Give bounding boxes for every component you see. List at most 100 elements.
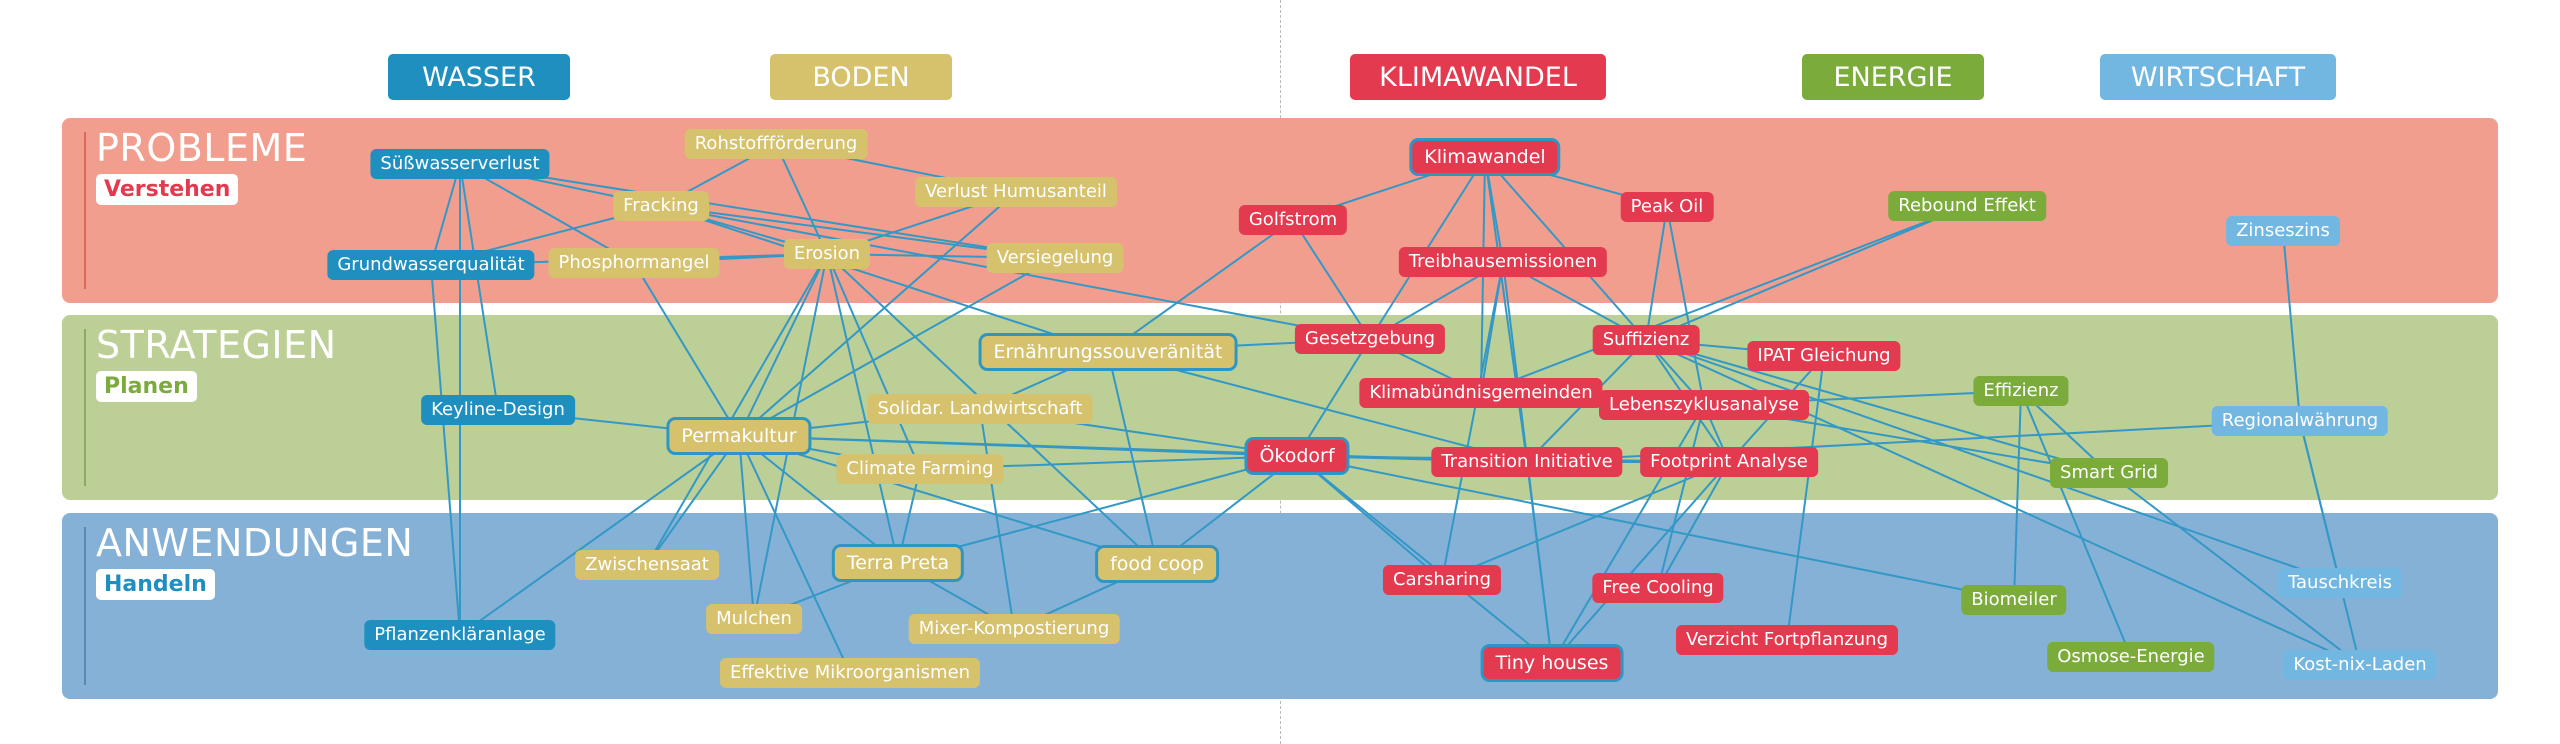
edge-versiegelung-permakultur <box>738 257 1056 437</box>
node-verlust-humusanteil[interactable]: Verlust Humusanteil <box>915 177 1117 207</box>
node-suffizienz[interactable]: Suffizienz <box>1592 325 1700 355</box>
node-fracking[interactable]: Fracking <box>613 191 709 221</box>
band-probleme-bar <box>84 132 86 289</box>
edge-suffizienz-tauschkreis <box>1645 339 2341 584</box>
band-probleme-subtitle: Verstehen <box>96 174 239 205</box>
node-footprint-analyse[interactable]: Footprint Analyse <box>1640 447 1818 477</box>
node-treibhausemissionen[interactable]: Treibhausemissionen <box>1398 247 1608 277</box>
edge-oekodorf-biomeiler <box>1296 455 2015 601</box>
node-kost-nix-laden[interactable]: Kost-nix-Laden <box>2283 650 2437 680</box>
edge-zinseszins-regionalwaehrung <box>2282 230 2301 422</box>
node-pflanzenklaeranlage[interactable]: Pflanzenkläranlage <box>364 620 556 650</box>
edge-suesswasser-phosphor <box>459 163 635 264</box>
node-versiegelung[interactable]: Versiegelung <box>986 243 1124 273</box>
edge-grundwasser-pflanzenklaer <box>430 264 461 636</box>
node-verzicht-fortpflanzung[interactable]: Verzicht Fortpflanzung <box>1676 625 1898 655</box>
edge-gesetzgebung-oekodorf <box>1296 338 1371 457</box>
edge-humus-permakultur <box>738 191 1017 437</box>
band-probleme-title: PROBLEME <box>96 126 308 170</box>
node-terra-preta[interactable]: Terra Preta <box>834 547 962 579</box>
category-boden: BODEN <box>770 54 952 100</box>
edge-footprint-tinyhouses <box>1551 461 1730 664</box>
category-wasser: WASSER <box>388 54 570 100</box>
edge-terrapreta-oekodorf <box>897 455 1298 564</box>
node-mulchen[interactable]: Mulchen <box>706 604 802 634</box>
edge-permakultur-mikro <box>738 435 851 674</box>
node-suesswasserverlust[interactable]: Süßwasserverlust <box>370 149 550 179</box>
node-effizienz[interactable]: Effizienz <box>1973 376 2069 406</box>
node-oekodorf[interactable]: Ökodorf <box>1247 440 1347 472</box>
edge-ernaehrung-transition <box>1107 351 1528 463</box>
edge-regionalwaehrung-tauschkreis <box>2299 420 2341 584</box>
node-zinseszins[interactable]: Zinseszins <box>2226 216 2340 246</box>
edge-golfstrom-gesetzgebung <box>1292 219 1371 340</box>
band-anwendungen-bar <box>84 527 86 685</box>
edge-erosion-climatefarming <box>826 253 921 470</box>
node-erosion[interactable]: Erosion <box>783 239 871 269</box>
edge-rohstoff-erosion <box>775 143 828 255</box>
edge-suesswasser-versiegelung <box>459 163 1056 259</box>
node-keyline-design[interactable]: Keyline-Design <box>421 395 575 425</box>
node-free-cooling[interactable]: Free Cooling <box>1592 573 1724 603</box>
band-strategien-bar <box>84 329 86 486</box>
node-grundwasserqualitaet[interactable]: Grundwasserqualität <box>327 250 535 280</box>
node-osmose-energie[interactable]: Osmose-Energie <box>2047 642 2215 672</box>
edge-permakultur-foodcoop <box>738 435 1158 565</box>
node-phosphormangel[interactable]: Phosphormangel <box>548 248 720 278</box>
node-biomeiler[interactable]: Biomeiler <box>1961 585 2067 615</box>
node-carsharing[interactable]: Carsharing <box>1382 565 1502 595</box>
node-gesetzgebung[interactable]: Gesetzgebung <box>1294 324 1446 354</box>
edge-permakultur-pflanzenklaer <box>459 435 740 636</box>
edge-erosion-zwischensaat <box>646 253 828 566</box>
node-mixer-kompostierung[interactable]: Mixer-Kompostierung <box>908 614 1120 644</box>
edge-suffizienz-rebound <box>1645 205 1968 341</box>
node-climate-farming[interactable]: Climate Farming <box>836 454 1004 484</box>
edge-footprint-carsharing <box>1441 461 1730 581</box>
node-zwischensaat[interactable]: Zwischensaat <box>575 550 719 580</box>
edge-ipat-verzicht <box>1786 355 1825 641</box>
node-rohstofffoerderung[interactable]: Rohstoffförderung <box>684 129 868 159</box>
node-smart-grid[interactable]: Smart Grid <box>2050 458 2168 488</box>
edge-peakoil-lebenszyklus <box>1666 206 1705 406</box>
edge-permakultur-terrapreta <box>738 435 899 564</box>
node-klimabuendnisgemeinden[interactable]: Klimabündnisgemeinden <box>1359 378 1603 408</box>
node-klimawandel[interactable]: Klimawandel <box>1412 141 1558 173</box>
node-transition-initiative[interactable]: Transition Initiative <box>1431 447 1623 477</box>
node-tauschkreis[interactable]: Tauschkreis <box>2277 568 2403 598</box>
edge-transition-tinyhouses <box>1526 461 1553 664</box>
node-permakultur[interactable]: Permakultur <box>669 420 809 452</box>
node-ipat-gleichung[interactable]: IPAT Gleichung <box>1747 341 1901 371</box>
node-food-coop[interactable]: food coop <box>1098 548 1216 580</box>
node-effektive-mikroorganismen[interactable]: Effektive Mikroorganismen <box>719 658 981 688</box>
edge-fracking-ernaehrung <box>660 205 1109 353</box>
edge-golfstrom-ernaehrung <box>1107 219 1294 353</box>
edge-suesswasser-grundwasser <box>430 163 461 266</box>
edge-ernaehrung-foodcoop <box>1107 351 1158 565</box>
edge-effizienz-biomeiler <box>2013 390 2022 601</box>
edge-permakultur-zwischensaat <box>646 435 740 566</box>
node-regionalwaehrung[interactable]: Regionalwährung <box>2211 406 2389 436</box>
edge-oekodorf-tinyhouses <box>1296 455 1553 664</box>
category-wirtschaft: WIRTSCHAFT <box>2100 54 2336 100</box>
category-klimawandel: KLIMAWANDEL <box>1350 54 1606 100</box>
node-lebenszyklusanalyse[interactable]: Lebenszyklusanalyse <box>1599 390 1809 420</box>
band-strategien-subtitle: Planen <box>96 371 197 402</box>
edge-erosion-terrapreta <box>826 253 899 564</box>
category-energie: ENERGIE <box>1802 54 1984 100</box>
node-ernaehrungssouveraenitaet[interactable]: Ernährungssouveränität <box>981 336 1235 368</box>
band-strategien-title: STRATEGIEN <box>96 323 337 367</box>
edge-rebound-klimabuendnis <box>1480 205 1968 394</box>
edge-phosphor-permakultur <box>633 262 740 437</box>
edge-suffizienz-smartgrid <box>1645 339 2110 474</box>
edge-footprint-freecooling <box>1657 461 1730 589</box>
node-rebound-effekt[interactable]: Rebound Effekt <box>1888 191 2046 221</box>
node-tiny-houses[interactable]: Tiny houses <box>1483 647 1621 679</box>
node-solidar-landwirtschaft[interactable]: Solidar. Landwirtschaft <box>867 394 1093 424</box>
edge-foodcoop-oekodorf <box>1156 455 1298 565</box>
node-golfstrom[interactable]: Golfstrom <box>1238 205 1348 235</box>
edge-suesswasser-keyline <box>459 163 499 411</box>
edge-treibhaus-carsharing <box>1441 261 1504 581</box>
edge-lebenszyklus-freecooling <box>1657 404 1705 589</box>
node-peak-oil[interactable]: Peak Oil <box>1620 192 1714 222</box>
